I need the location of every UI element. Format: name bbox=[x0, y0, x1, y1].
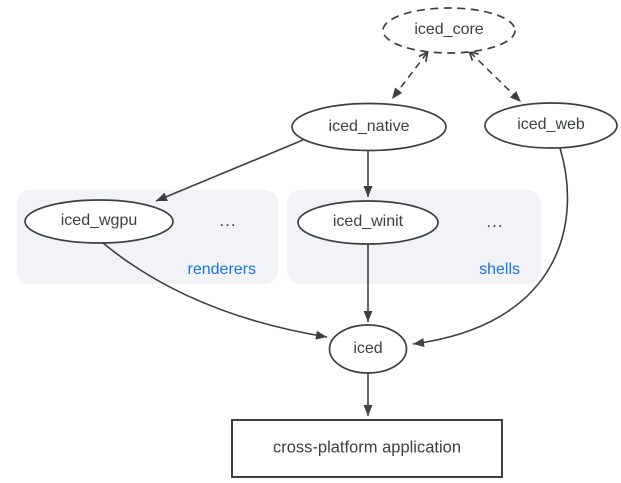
iced-ellipse bbox=[328, 324, 408, 374]
renderers-group-label: renderers bbox=[187, 261, 256, 278]
iced-wgpu-ellipse bbox=[24, 199, 174, 244]
iced-web-ellipse bbox=[484, 102, 618, 149]
iced-wgpu-label: iced_wgpu bbox=[60, 212, 138, 229]
iced-core-ellipse bbox=[382, 7, 516, 54]
renderers-ellipsis: ... bbox=[219, 211, 237, 230]
iced-native-ellipse bbox=[291, 102, 447, 152]
iced-winit-ellipse bbox=[297, 200, 439, 245]
iced-label: iced bbox=[353, 340, 383, 357]
cross-platform-application-label: cross-platform application bbox=[273, 438, 461, 457]
edge-web-to-iced bbox=[412, 147, 569, 348]
iced-web-label: iced_web bbox=[517, 116, 585, 133]
cross-platform-application-rect bbox=[231, 419, 503, 478]
iced-winit-label: iced_winit bbox=[332, 213, 404, 230]
shells-ellipsis: ... bbox=[486, 212, 504, 231]
edge-core-to-web bbox=[470, 52, 522, 103]
shells-group-label: shells bbox=[479, 261, 520, 278]
iced-core-label: iced_core bbox=[414, 21, 484, 38]
edge-wgpu-to-iced bbox=[102, 242, 328, 340]
edge-core-to-native bbox=[391, 53, 427, 100]
iced-native-label: iced_native bbox=[328, 118, 410, 135]
edge-native-to-wgpu bbox=[155, 139, 304, 202]
